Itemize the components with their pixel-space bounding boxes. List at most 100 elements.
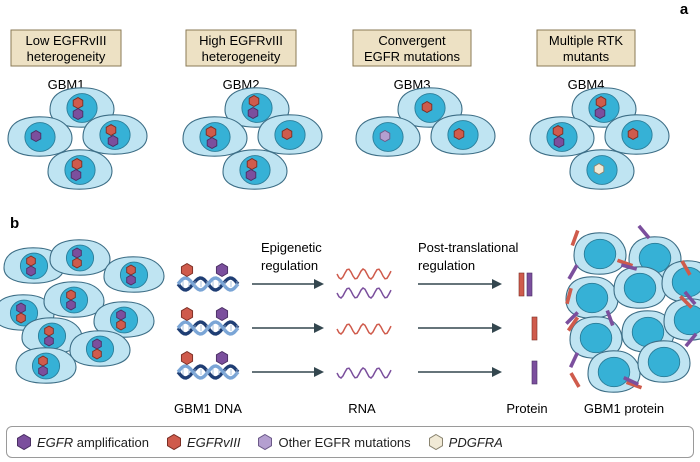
amplification-hexagon-icon — [26, 265, 36, 277]
amplification-hexagon-icon — [245, 168, 257, 182]
post-translational-label-line1: Post-translational — [418, 240, 519, 255]
protein-label: Protein — [506, 401, 547, 416]
cell-nucleus — [119, 261, 149, 289]
egfrviii-receptor — [566, 316, 580, 332]
protein-bar-amplification — [531, 360, 538, 385]
tumour-cell — [565, 276, 619, 319]
rna-strand-amplification — [336, 367, 392, 379]
egfrviii-hexagon-icon — [205, 125, 217, 139]
label-box-gbm3: Convergent EGFR mutations — [352, 29, 472, 67]
egfrviii-receptor — [569, 372, 581, 388]
egfrviii-hexagon-icon — [552, 124, 564, 138]
egfrviii-hexagon-icon — [126, 264, 136, 276]
tumour-cell — [637, 340, 691, 383]
label-box-gbm1: Low EGFRvIII heterogeneity — [10, 29, 122, 67]
tumour-cell — [573, 232, 627, 275]
dna-helix — [176, 306, 240, 336]
tumour-cell — [47, 149, 113, 190]
cell-nucleus — [546, 122, 578, 152]
egfrviii-receptor — [565, 287, 573, 305]
egfrviii-hexagon-icon — [92, 348, 102, 360]
tumour-cell — [430, 114, 496, 155]
tumour-cell — [222, 149, 288, 190]
tumour-cell — [569, 149, 635, 190]
legend-item-egfr-amplification-italic: EGFR — [37, 434, 74, 450]
protein-bar-amplification — [526, 272, 533, 297]
rna-label: RNA — [348, 401, 376, 416]
tumour-cell — [182, 116, 248, 157]
egfrviii-hexagon-icon — [105, 123, 117, 137]
tumour-cell — [93, 301, 155, 338]
label-box-gbm1-line1: Low EGFRvIII — [26, 33, 107, 48]
egfr-receptor — [565, 311, 579, 325]
legend-item-egfrviii-italic: EGFRvIII — [187, 434, 241, 450]
egfrviii-hexagon-icon — [421, 100, 433, 114]
cell-nucleus — [673, 304, 700, 336]
egfr-receptor — [683, 290, 697, 306]
tumour-cell — [257, 114, 323, 155]
egfr-receptor — [622, 375, 640, 387]
cell-nucleus — [85, 335, 115, 363]
egfrviii-hexagon-icon — [66, 289, 76, 301]
amplification-hexagon-icon — [30, 129, 42, 143]
egfr-receptor — [567, 264, 579, 280]
egfr-receptor — [684, 332, 698, 348]
process-arrows — [252, 279, 502, 377]
cell-nucleus — [583, 238, 617, 270]
amplification-hexagon-icon — [116, 309, 126, 321]
dna-strand — [176, 320, 240, 336]
tumour-cell — [613, 266, 667, 309]
amplification-hexagon-icon — [553, 135, 565, 149]
egfrviii-hexagon-icon — [26, 255, 36, 267]
cream-hexagon-icon — [428, 433, 443, 451]
protein-bar-egfrviii — [531, 316, 538, 341]
tumour-cell — [49, 239, 111, 276]
legend-item-pdgfra: PDGFRA — [427, 433, 503, 451]
gbm1-cell-cluster — [0, 239, 165, 384]
label-box-gbm4-line1: Multiple RTK — [549, 33, 624, 48]
tumour-cell — [103, 256, 165, 293]
dna-helices — [176, 262, 240, 380]
gbm1-protein-cluster — [565, 224, 700, 393]
tumour-cell — [661, 260, 700, 303]
cell-nucleus — [623, 272, 657, 304]
cell-nucleus — [19, 252, 49, 280]
label-box-gbm4-line2: mutants — [563, 49, 610, 64]
tumour-cell — [15, 347, 77, 384]
tumour-cell — [355, 116, 421, 157]
post-translational-label-line2: regulation — [418, 258, 475, 273]
egfrviii-hexagon-icon — [71, 157, 83, 171]
purple-hexagon-icon — [17, 433, 31, 451]
egfrviii-hexagon-icon — [180, 262, 194, 278]
amplification-hexagon-icon — [70, 168, 82, 182]
egfr-receptor — [568, 351, 580, 369]
pdgfra-hexagon-icon — [593, 162, 605, 176]
amplification-hexagon-icon — [206, 136, 218, 150]
egfrviii-hexagon-icon — [453, 127, 465, 141]
tumour-cell — [569, 316, 623, 359]
egfrviii-hexagon-icon — [116, 319, 126, 331]
legend-item-egfrviii: EGFRvIII — [165, 433, 240, 451]
label-box-gbm4: Multiple RTK mutants — [536, 29, 636, 67]
amplification-hexagon-icon — [594, 106, 606, 120]
tumour-cell — [604, 114, 670, 155]
panel-a-cells — [7, 87, 670, 190]
amplification-hexagon-icon — [215, 350, 229, 366]
amplification-hexagon-icon — [16, 302, 26, 314]
egfrviii-hexagon-icon — [72, 257, 82, 269]
egfrviii-hexagon-icon — [72, 96, 84, 110]
amplification-hexagon-icon — [126, 274, 136, 286]
gbm1-protein-label: GBM1 protein — [584, 401, 664, 416]
label-box-gbm1-line2: heterogeneity — [27, 49, 106, 64]
egfrviii-hexagon-icon — [246, 157, 258, 171]
cell-nucleus — [66, 93, 98, 123]
panel-b-letter: b — [10, 215, 19, 232]
lavender-hexagon-icon — [258, 433, 273, 451]
tumour-cell — [82, 114, 148, 155]
egfr-receptor — [620, 263, 638, 271]
amplification-hexagon-icon — [66, 299, 76, 311]
egfrviii-hexagon-icon — [180, 350, 194, 366]
protein-bar-egfrviii — [518, 272, 525, 297]
